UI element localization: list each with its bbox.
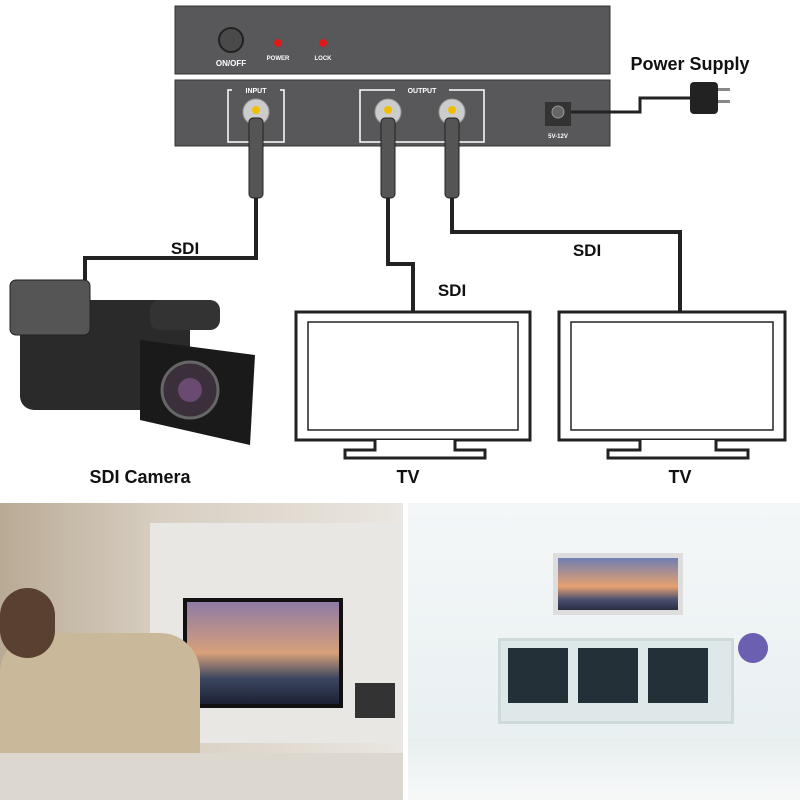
tv-1-icon (294, 310, 532, 460)
sdi-camera-icon (9, 279, 255, 445)
sdi-label-tv2: SDI (573, 241, 601, 260)
connection-diagram: ON/OFF POWER LOCK INPUT OUTPUT 5V-12V (9, 5, 787, 487)
power-port-label: 5V-12V (548, 134, 568, 140)
lock-led (319, 39, 327, 47)
tv-2-icon (557, 310, 787, 460)
input-label: INPUT (246, 88, 268, 95)
power-button (218, 27, 244, 53)
lock-led-label: LOCK (315, 56, 333, 62)
camera-label: SDI Camera (89, 467, 191, 487)
on-off-label: ON/OFF (216, 59, 246, 68)
living-room-photo-left (0, 503, 403, 800)
tv-screen (183, 598, 343, 708)
tv-1-label: TV (396, 467, 419, 487)
sdi-label-camera: SDI (171, 239, 199, 258)
sdi-label-tv1: SDI (438, 281, 466, 300)
power-adapter-icon (690, 82, 730, 114)
tv-2-label: TV (668, 467, 691, 487)
living-room-photo-right (408, 503, 800, 800)
power-led (274, 39, 282, 47)
power-led-label: POWER (267, 56, 290, 62)
power-supply-label: Power Supply (630, 54, 749, 74)
front-panel: ON/OFF POWER LOCK (174, 5, 611, 75)
output-label: OUTPUT (408, 88, 438, 95)
tv-screen (553, 553, 683, 615)
